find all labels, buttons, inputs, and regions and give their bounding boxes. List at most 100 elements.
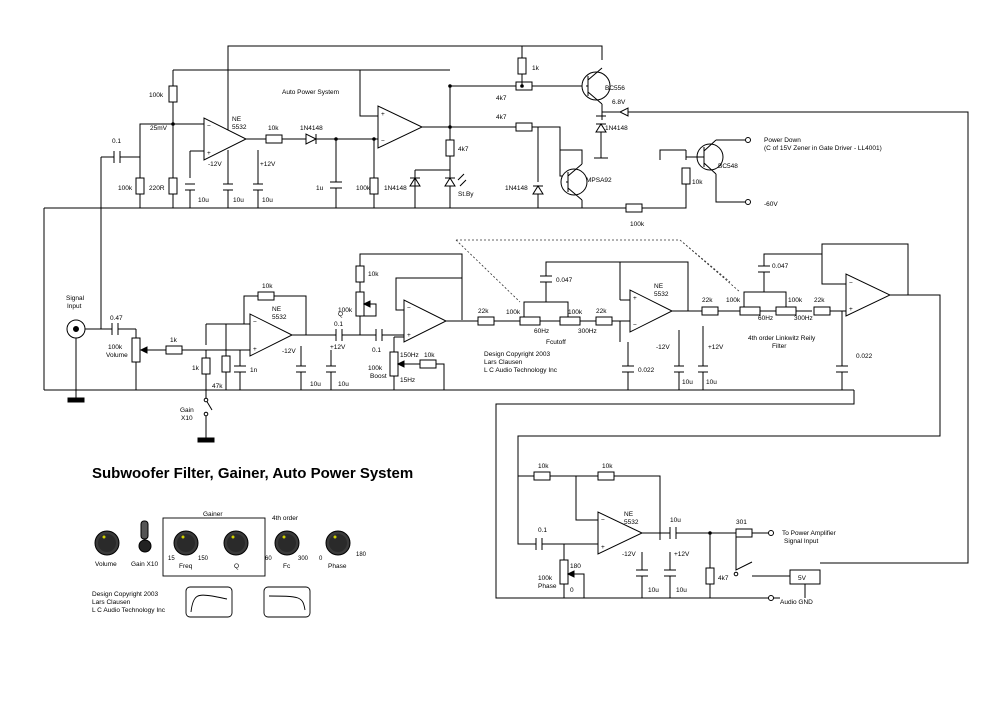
label-stby: St.By — [458, 191, 474, 198]
svg-text:+: + — [601, 544, 605, 551]
label-22k-3: 22k — [702, 297, 713, 304]
label-phase-min: 0 — [319, 556, 323, 562]
label-fc-max: 300 — [298, 556, 309, 562]
label-q-panel: Q — [234, 563, 239, 570]
label-fcutoff: Fcutoff — [546, 339, 566, 346]
gainer-box — [162, 517, 266, 577]
opamp6-part: 5532 — [624, 519, 639, 526]
auto-power-label: Auto Power System — [282, 89, 339, 96]
label-60hz-2: 60Hz — [758, 315, 773, 322]
opamp6-vp12: +12V — [674, 551, 690, 558]
fc-knob[interactable] — [274, 530, 300, 556]
label-r10k-2: 10k — [692, 179, 703, 186]
copyright-line-2: Lars Clausen — [484, 359, 523, 366]
svg-text:+: + — [381, 111, 385, 118]
label-bc548: BC548 — [718, 163, 738, 170]
label-volume: Volume — [95, 561, 117, 568]
label-panel-4th-order: 4th order — [272, 515, 299, 522]
label-1n4148-4: 1N4148 — [605, 125, 628, 132]
label-r10k-5: 10k — [424, 352, 435, 359]
volume-knob[interactable] — [94, 530, 120, 556]
front-panel: Gainer 4th order Volume Gain X10 15 150 … — [92, 511, 367, 618]
phase-knob[interactable] — [325, 530, 351, 556]
label-4k7-2: 4k7 — [496, 95, 507, 102]
label-300hz-2: 300Hz — [794, 315, 813, 322]
label-5v: 5V — [798, 575, 807, 582]
label-4k7-1: 4k7 — [458, 146, 469, 153]
label-boost-100k: 100k — [368, 365, 383, 372]
label-r220: 220R — [149, 185, 165, 192]
label-0047-1: 0.047 — [556, 277, 573, 284]
svg-text:+: + — [407, 332, 411, 339]
gain-x10-toggle[interactable] — [138, 520, 152, 553]
label-audio-gnd: Audio GND — [780, 599, 813, 606]
opamp3-name: NE — [272, 306, 282, 313]
opamp5-part: 5532 — [654, 291, 669, 298]
label-25mv: 25mV — [150, 125, 168, 132]
copyright-line-1: Design Copyright 2003 — [484, 351, 551, 358]
label-linkwitz-2: Filter — [772, 343, 787, 350]
svg-text:+: + — [849, 306, 853, 313]
label-300hz-1: 300Hz — [578, 328, 597, 335]
label-power-down-note: (C of 15V Zener in Gate Driver - LL4001) — [764, 145, 882, 152]
panel-copyright-3: L C Audio Technology Inc — [92, 607, 166, 614]
label-phase-180: 180 — [570, 563, 581, 570]
auto-power-section: 100k 0.1 25mV 100k 220R − + NE 5532 -12V… — [43, 45, 969, 564]
freq-knob[interactable] — [173, 530, 199, 556]
svg-text:−: − — [601, 517, 605, 524]
label-r10k-7: 10k — [602, 463, 613, 470]
opamp5-vp12: +12V — [708, 344, 724, 351]
svg-text:−: − — [253, 319, 257, 326]
label-lr-100k-1: 100k — [726, 297, 741, 304]
label-150hz: 150Hz — [400, 352, 419, 359]
label-fc-min: 60 — [265, 556, 272, 562]
label-phase-max: 180 — [356, 552, 367, 558]
response-graph-lowpass — [185, 586, 233, 618]
opamp1-vm12: -12V — [208, 161, 222, 168]
label-4k7-3: 4k7 — [496, 114, 507, 121]
label-1u: 1u — [316, 185, 324, 192]
opamp1-vp12: +12V — [260, 161, 276, 168]
label-boost: Boost — [370, 373, 387, 380]
label-10u-5: 10u — [338, 381, 349, 388]
label-22k-2: 22k — [596, 308, 607, 315]
panel-copyright-2: Lars Clausen — [92, 599, 131, 606]
label-to-amp-1: To Power Amplifier — [782, 530, 837, 537]
opamp3-vp12: +12V — [330, 344, 346, 351]
label-0022-2: 0.022 — [856, 353, 873, 360]
label-10u-9: 10u — [648, 587, 659, 594]
opamp6-vm12: -12V — [622, 551, 636, 558]
opamp1-part: 5532 — [232, 124, 247, 131]
svg-text:−: − — [207, 123, 211, 130]
opamp3-vm12: -12V — [282, 348, 296, 355]
label-freq-max: 150 — [198, 556, 209, 562]
label-10u-1: 10u — [198, 197, 209, 204]
label-10u-4: 10u — [310, 381, 321, 388]
q-knob[interactable] — [223, 530, 249, 556]
gainer-filter-section: Signal Input 0.47 100k Volume 1k − + NE … — [44, 157, 941, 599]
label-10u-8: 10u — [670, 517, 681, 524]
svg-text:+: + — [633, 295, 637, 302]
label-bc556: BC556 — [605, 85, 625, 92]
svg-text:−: − — [633, 322, 637, 329]
response-graph-highcut — [263, 586, 311, 618]
label-10u-6: 10u — [682, 379, 693, 386]
caps-10u-group: 10u 10u 10u — [185, 176, 273, 208]
label-lr-100k-2: 100k — [788, 297, 803, 304]
label-gain: Gain — [180, 407, 194, 414]
label-x10: X10 — [181, 415, 193, 422]
opamp3-part: 5532 — [272, 314, 287, 321]
label-1n: 1n — [250, 367, 258, 374]
label-gain-x10-panel: Gain X10 — [131, 561, 158, 568]
copyright-line-3: L C Audio Technology Inc — [484, 367, 558, 374]
label-r100k-4: 100k — [630, 221, 645, 228]
label-to-amp-2: Signal Input — [784, 538, 819, 545]
label-vm60: -60V — [764, 201, 778, 208]
label-1k-2: 1k — [170, 337, 178, 344]
label-volume-pot: Volume — [106, 352, 128, 359]
label-q-100k: 100k — [338, 307, 353, 314]
label-15hz: 15Hz — [400, 377, 415, 384]
label-phase-pot: Phase — [538, 583, 557, 590]
label-freq: Freq — [179, 563, 193, 570]
